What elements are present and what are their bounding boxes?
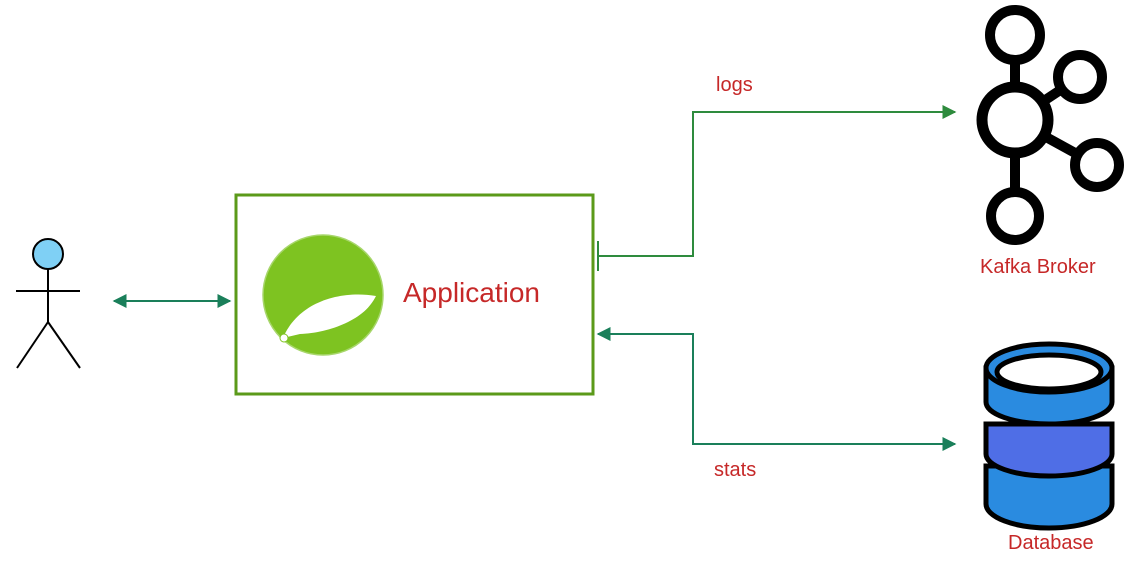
database-cylinder-icon bbox=[983, 341, 1115, 531]
spring-leaf-icon bbox=[262, 234, 391, 356]
application-label: Application bbox=[403, 277, 540, 308]
stats-label: stats bbox=[714, 459, 757, 481]
stats-connector bbox=[596, 327, 957, 451]
kafka-broker-label: Kafka Broker bbox=[980, 256, 1096, 278]
kafka-icon bbox=[976, 5, 1124, 245]
user-icon bbox=[16, 238, 81, 369]
logs-connector bbox=[598, 105, 957, 257]
database-label: Database bbox=[1008, 532, 1094, 554]
logs-label: logs bbox=[716, 74, 753, 96]
